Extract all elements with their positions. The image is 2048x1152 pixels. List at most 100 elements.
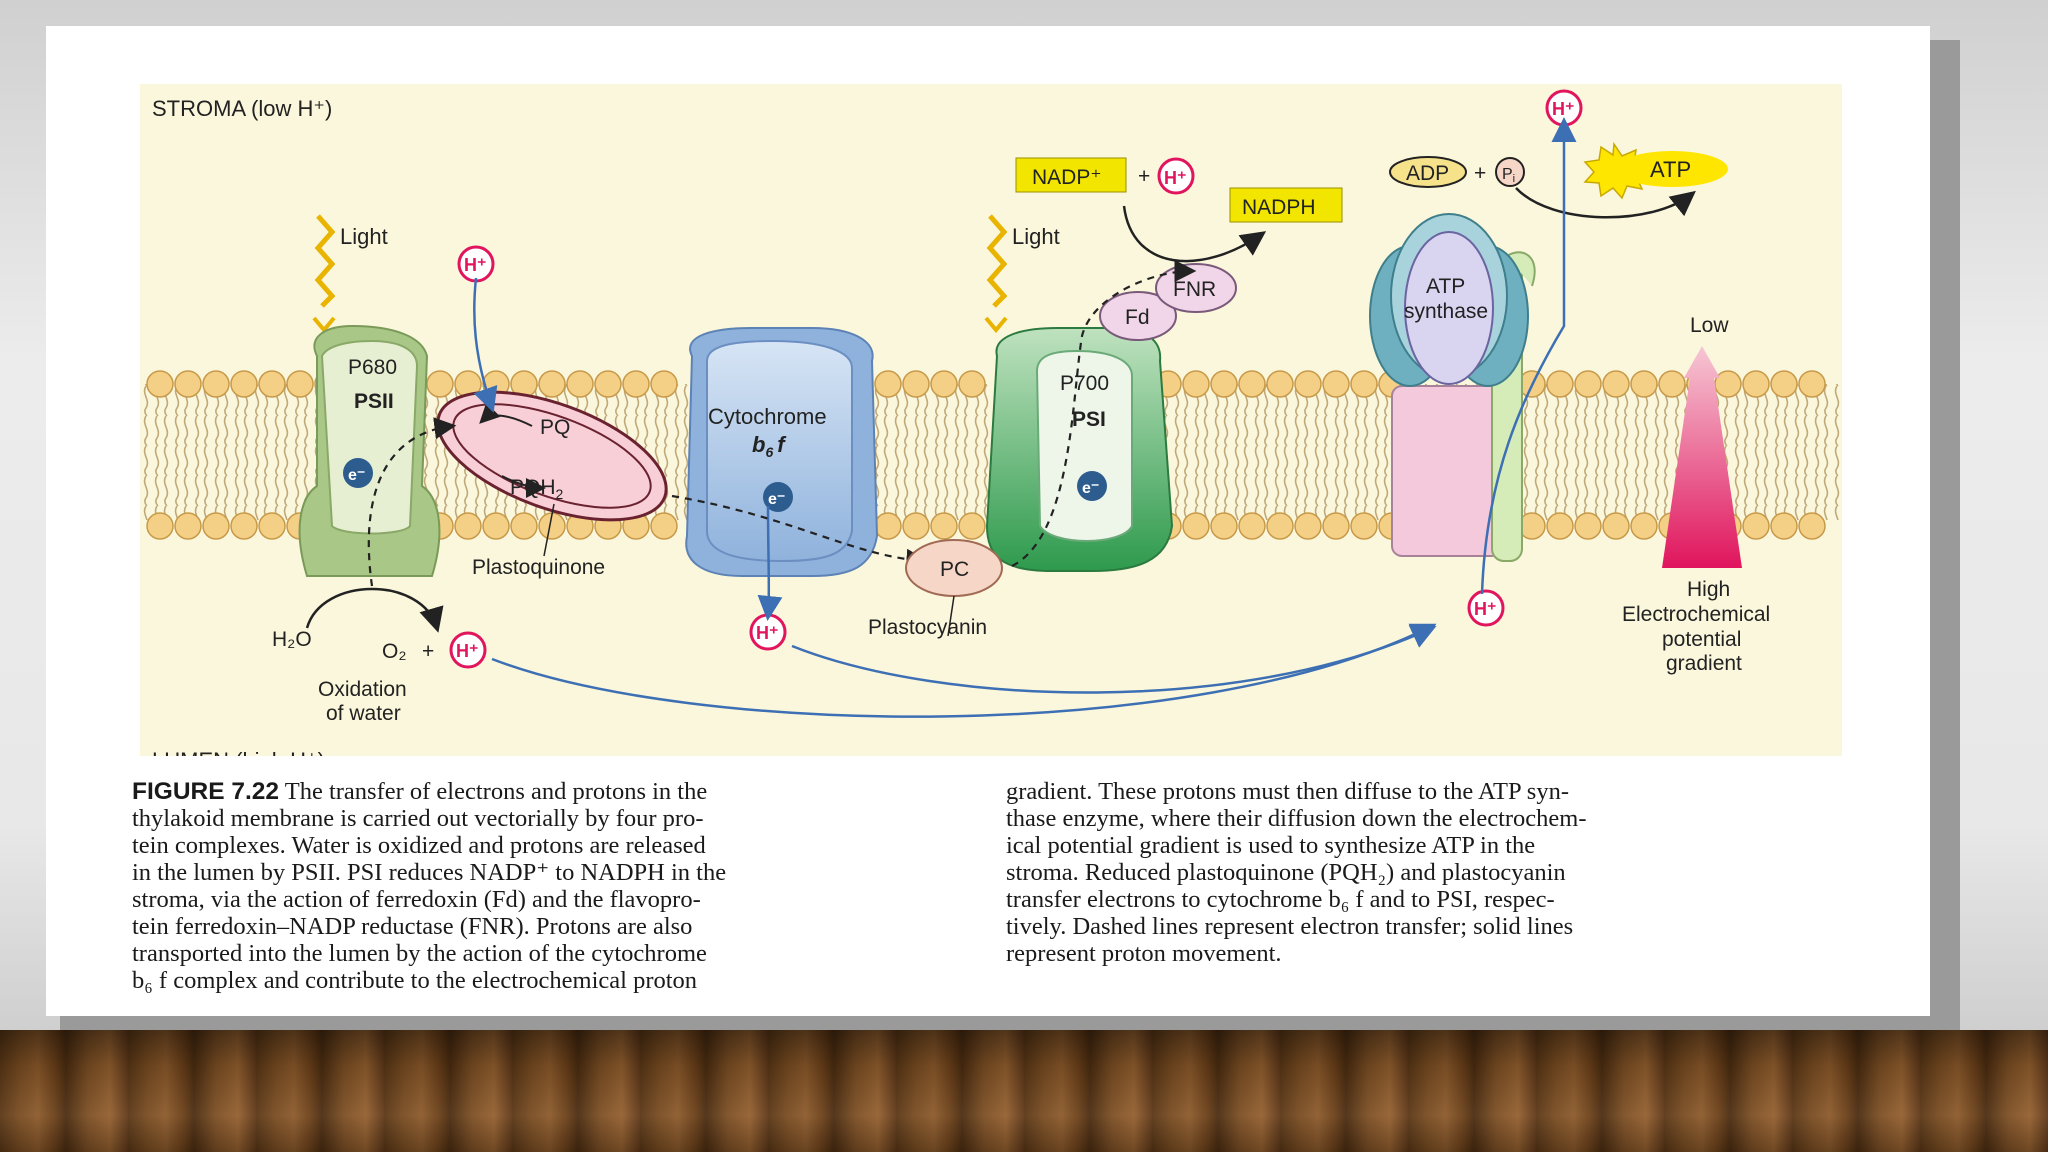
gradient-low-label: Low bbox=[1690, 314, 1729, 337]
lipid-head bbox=[1294, 370, 1322, 398]
proton-lumen-water bbox=[449, 631, 487, 669]
lipid-heads-top bbox=[146, 370, 1826, 398]
proton-lumen-atp-label: H⁺ bbox=[1474, 599, 1497, 619]
lipid-head bbox=[1182, 370, 1210, 398]
proton-stroma-psii-label: H⁺ bbox=[464, 255, 487, 275]
lipid-head bbox=[930, 512, 958, 540]
lipid-head bbox=[482, 512, 510, 540]
psii-label: PSII bbox=[354, 390, 394, 413]
lipid-head bbox=[1322, 370, 1350, 398]
lipid-head bbox=[1798, 512, 1826, 540]
svg-text:H⁺: H⁺ bbox=[1164, 168, 1187, 188]
figure-caption: FIGURE 7.22 The transfer of electrons an… bbox=[86, 778, 1806, 1018]
lipid-head bbox=[1770, 370, 1798, 398]
psii-complex: P680 PSII e⁻ bbox=[298, 324, 441, 577]
lipid-head bbox=[1798, 370, 1826, 398]
proton-lumen-atp bbox=[1467, 589, 1505, 627]
nadph-label: NADPH bbox=[1242, 196, 1316, 219]
lipid-head bbox=[174, 512, 202, 540]
fnr-label: FNR bbox=[1173, 278, 1216, 301]
adp-oval bbox=[1389, 156, 1467, 188]
pq-label: PQ bbox=[540, 416, 570, 439]
psi-complex: P700 PSI e⁻ bbox=[985, 327, 1174, 572]
lipid-head bbox=[1266, 512, 1294, 540]
adp-label: ADP bbox=[1406, 162, 1449, 185]
gradient-arrow bbox=[1662, 346, 1742, 568]
lipid-head bbox=[1322, 512, 1350, 540]
proton-lumen-cytochrome-label: H⁺ bbox=[756, 623, 779, 643]
lipid-head bbox=[146, 512, 174, 540]
lipid-head bbox=[874, 370, 902, 398]
ferredoxin bbox=[1099, 291, 1177, 341]
svg-text:e⁻: e⁻ bbox=[768, 491, 785, 508]
lipid-head bbox=[1238, 512, 1266, 540]
p680-label: P680 bbox=[348, 356, 397, 379]
caption-left-column: FIGURE 7.22 The transfer of electrons an… bbox=[132, 778, 962, 994]
lipid-head bbox=[566, 370, 594, 398]
plus-sign-adp: + bbox=[1474, 162, 1486, 185]
plus-sign-o2: + bbox=[422, 640, 434, 663]
lipid-head bbox=[930, 370, 958, 398]
lipid-head bbox=[1210, 512, 1238, 540]
phosphate-circle bbox=[1495, 157, 1525, 187]
oxidation-label-2: of water bbox=[326, 702, 401, 725]
lipid-head bbox=[286, 370, 314, 398]
proton-nadp bbox=[1157, 157, 1195, 195]
nadp-plus-label: NADP⁺ bbox=[1032, 166, 1101, 189]
electron-path-cytochrome bbox=[671, 494, 929, 571]
pqh2-label: PQH2 bbox=[510, 476, 564, 502]
nadph-box bbox=[1229, 187, 1343, 223]
svg-text:e⁻: e⁻ bbox=[348, 467, 365, 484]
atp-formation-arrow bbox=[1515, 187, 1696, 219]
lipid-head bbox=[958, 370, 986, 398]
fd-label: Fd bbox=[1125, 306, 1150, 329]
lipid-head bbox=[1742, 370, 1770, 398]
lipid-head bbox=[1546, 370, 1574, 398]
electron-psii bbox=[343, 458, 373, 488]
proton-arrow-cytochrome bbox=[757, 505, 783, 621]
caption-right-column: gradient. These protons must then diffus… bbox=[1006, 778, 1836, 967]
lipid-head bbox=[1630, 370, 1658, 398]
p700-label: P700 bbox=[1060, 372, 1109, 395]
lipid-head bbox=[230, 512, 258, 540]
nadp-reduction-arrow bbox=[1122, 205, 1267, 263]
atp-synthase: ATP synthase bbox=[1369, 213, 1536, 562]
electron-cytochrome bbox=[763, 482, 793, 512]
lipid-head bbox=[958, 512, 986, 540]
light-label-psii: Light bbox=[340, 224, 388, 249]
lipid-head bbox=[1658, 370, 1686, 398]
atp-synthase-label-1: ATP bbox=[1426, 275, 1465, 298]
atp-synthase-label-2: synthase bbox=[1404, 300, 1488, 323]
lipid-head bbox=[258, 512, 286, 540]
stroma-label: STROMA (low H⁺) bbox=[152, 96, 332, 121]
caption-left-text: The transfer of electrons and protons in… bbox=[132, 778, 727, 994]
lipid-head bbox=[622, 370, 650, 398]
lumen-label: LUMEN (high H⁺) bbox=[152, 748, 325, 756]
lipid-head bbox=[230, 370, 258, 398]
lipid-head bbox=[510, 512, 538, 540]
lipid-head bbox=[202, 370, 230, 398]
lipid-head bbox=[426, 370, 454, 398]
proton-lumen-water-label: H⁺ bbox=[456, 641, 479, 661]
lipid-head bbox=[258, 370, 286, 398]
electron-psi bbox=[1077, 471, 1107, 501]
lipid-head bbox=[902, 512, 930, 540]
lipid-head bbox=[202, 512, 230, 540]
lipid-head bbox=[1350, 370, 1378, 398]
lipid-head bbox=[1574, 512, 1602, 540]
plastoquinone-pool: PQ PQH2 Plastoquinone bbox=[436, 390, 668, 579]
electron-path-psii bbox=[367, 417, 457, 587]
slide-panel: STROMA (low H⁺) LUMEN (high H⁺) Light Li… bbox=[46, 26, 1930, 1016]
lipid-head bbox=[1602, 512, 1630, 540]
plastocyanin-label: Plastocyanin bbox=[868, 616, 987, 639]
h2o-label: H₂O bbox=[272, 628, 312, 651]
electron-path-psi bbox=[1011, 260, 1197, 567]
gradient-high-label: High bbox=[1687, 578, 1730, 601]
lipid-head bbox=[902, 370, 930, 398]
proton-arrow-lumen-1 bbox=[491, 623, 1437, 718]
plastoquinone-label: Plastoquinone bbox=[472, 556, 605, 579]
oxidation-label-1: Oxidation bbox=[318, 678, 407, 701]
lipid-head bbox=[650, 512, 678, 540]
